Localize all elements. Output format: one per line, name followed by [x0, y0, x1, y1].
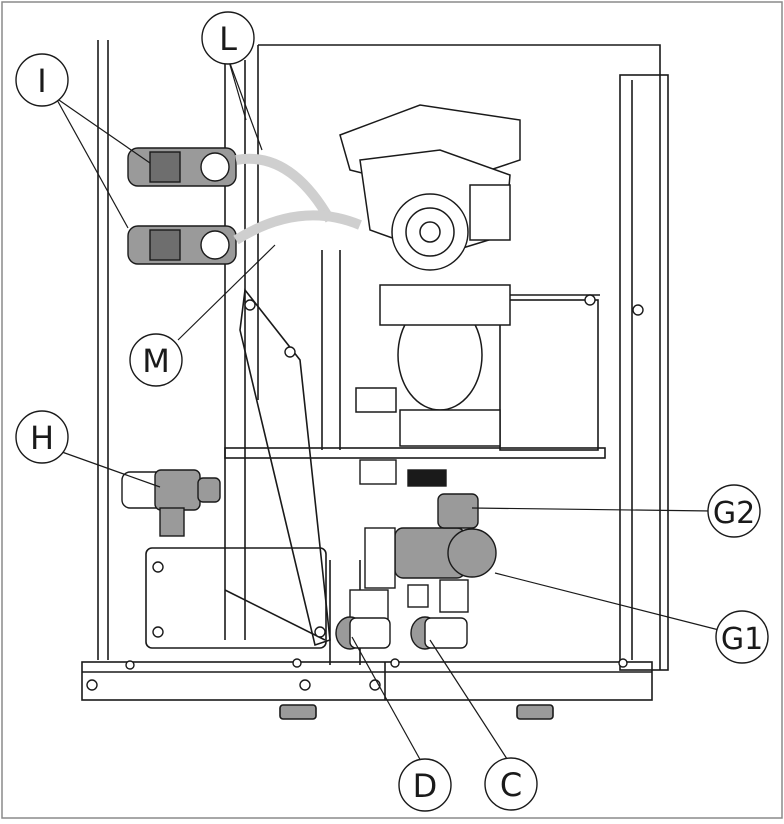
callout-c: C: [484, 757, 538, 811]
callout-m: M: [129, 333, 183, 387]
callout-d: D: [398, 758, 452, 812]
leader-lines: [55, 57, 720, 764]
svg-text:H: H: [30, 419, 54, 457]
svg-text:L: L: [219, 20, 237, 58]
svg-text:D: D: [413, 767, 438, 805]
callout-g1: G1: [715, 610, 769, 664]
callout-g2: G2: [707, 484, 761, 538]
circulation-pump: [359, 459, 497, 613]
svg-text:M: M: [142, 342, 170, 380]
valve-h: [121, 469, 221, 537]
callout-l: L: [201, 11, 255, 65]
screws: [86, 294, 644, 691]
svg-text:G2: G2: [713, 496, 755, 531]
callout-i: I: [15, 53, 69, 107]
connectors-i: [127, 147, 362, 265]
svg-text:I: I: [37, 62, 46, 100]
svg-text:G1: G1: [721, 622, 763, 657]
callout-h: H: [15, 410, 69, 464]
svg-text:C: C: [500, 766, 522, 804]
outlets: [335, 589, 468, 650]
pump-assembly: [339, 104, 521, 447]
